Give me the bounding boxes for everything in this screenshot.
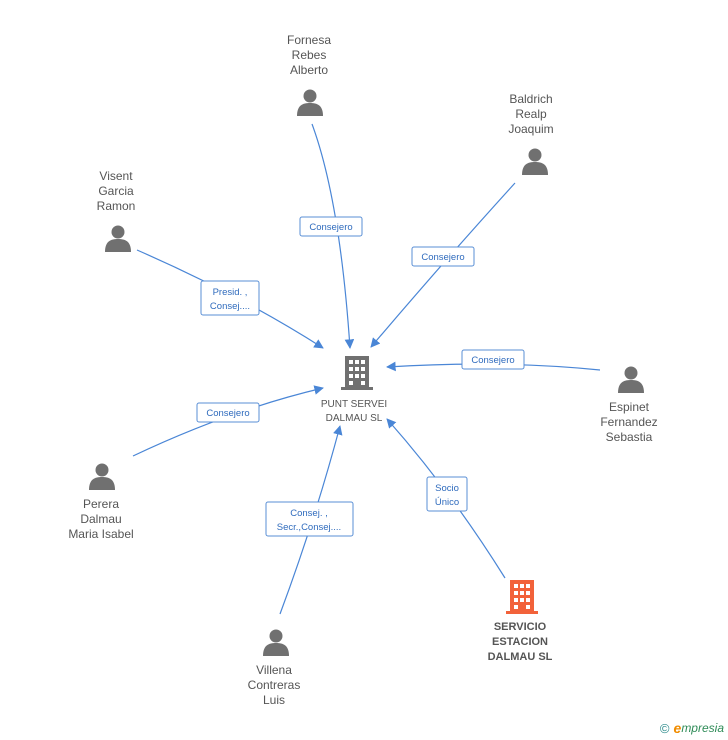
edge-label-text: Presid. , xyxy=(213,287,248,298)
edge-labels: Consejero Consejero Presid. , Consej....… xyxy=(196,216,525,537)
person-icon xyxy=(105,225,131,252)
building-icon xyxy=(341,356,373,390)
edge-label-text: Consejero xyxy=(421,252,464,263)
edge-label-fornesa[interactable]: Consejero xyxy=(299,216,363,237)
person-name-line: Realp xyxy=(515,107,547,121)
person-icon xyxy=(522,148,548,175)
center-company-label-line2: DALMAU SL xyxy=(326,413,383,424)
company-name-line: ESTACION xyxy=(492,636,548,648)
edge-label-espinet[interactable]: Consejero xyxy=(461,349,525,370)
edge-label-text: Único xyxy=(435,497,459,508)
person-icon xyxy=(263,629,289,656)
edge-label-servicio[interactable]: Socio Único xyxy=(426,476,468,512)
brand-logo-e: e xyxy=(673,720,682,736)
copyright-icon: © xyxy=(659,720,670,736)
person-name-line: Perera xyxy=(83,497,119,511)
company-node-servicio[interactable]: SERVICIO ESTACION DALMAU SL xyxy=(488,580,553,663)
person-node-espinet[interactable]: Espinet Fernandez Sebastia xyxy=(600,366,658,445)
edge-label-text: Consejero xyxy=(206,408,249,419)
person-name-line: Sebastia xyxy=(606,430,653,444)
person-name-line: Fornesa xyxy=(287,33,331,47)
edge-label-visent[interactable]: Presid. , Consej.... xyxy=(200,280,260,316)
person-name-line: Maria Isabel xyxy=(68,527,133,541)
edge-label-text: Socio xyxy=(435,483,459,494)
person-name-line: Baldrich xyxy=(509,92,552,106)
person-icon xyxy=(297,89,323,116)
person-name-line: Fernandez xyxy=(600,415,657,429)
edge-label-villena[interactable]: Consej. , Secr.,Consej.... xyxy=(265,501,354,537)
company-name-line: DALMAU SL xyxy=(488,651,553,663)
person-name-line: Joaquim xyxy=(508,122,553,136)
person-name-line: Rebes xyxy=(292,48,327,62)
person-name-line: Contreras xyxy=(248,678,301,692)
person-name-line: Luis xyxy=(263,693,285,707)
edge-label-text: Secr.,Consej.... xyxy=(277,522,341,533)
person-name-line: Dalmau xyxy=(80,512,121,526)
person-icon xyxy=(618,366,644,393)
building-icon xyxy=(506,580,538,614)
company-name-line: SERVICIO xyxy=(494,621,547,633)
person-name-line: Garcia xyxy=(98,184,134,198)
brand-logo-text: mpresia xyxy=(681,721,724,735)
center-company-label-line1: PUNT SERVEI xyxy=(321,399,387,410)
center-company-node[interactable]: PUNT SERVEI DALMAU SL xyxy=(321,356,387,424)
person-node-perera[interactable]: Perera Dalmau Maria Isabel xyxy=(68,463,134,542)
person-node-visent[interactable]: Visent Garcia Ramon xyxy=(97,169,136,252)
edge-label-text: Consej.... xyxy=(210,301,250,312)
person-node-fornesa[interactable]: Fornesa Rebes Alberto xyxy=(287,33,331,116)
edge-label-baldrich[interactable]: Consejero xyxy=(411,246,475,267)
edge-label-perera[interactable]: Consejero xyxy=(196,402,260,423)
person-name-line: Alberto xyxy=(290,63,328,77)
person-node-villena[interactable]: Villena Contreras Luis xyxy=(248,629,301,708)
person-icon xyxy=(89,463,115,490)
edge-label-text: Consejero xyxy=(309,222,352,233)
person-name-line: Espinet xyxy=(609,400,650,414)
person-name-line: Ramon xyxy=(97,199,136,213)
edge-label-text: Consej. , xyxy=(290,508,328,519)
person-name-line: Visent xyxy=(99,169,133,183)
person-name-line: Villena xyxy=(256,663,292,677)
edge-label-text: Consejero xyxy=(471,355,514,366)
brand-footer[interactable]: © e mpresia xyxy=(660,720,724,736)
person-node-baldrich[interactable]: Baldrich Realp Joaquim xyxy=(508,92,554,175)
